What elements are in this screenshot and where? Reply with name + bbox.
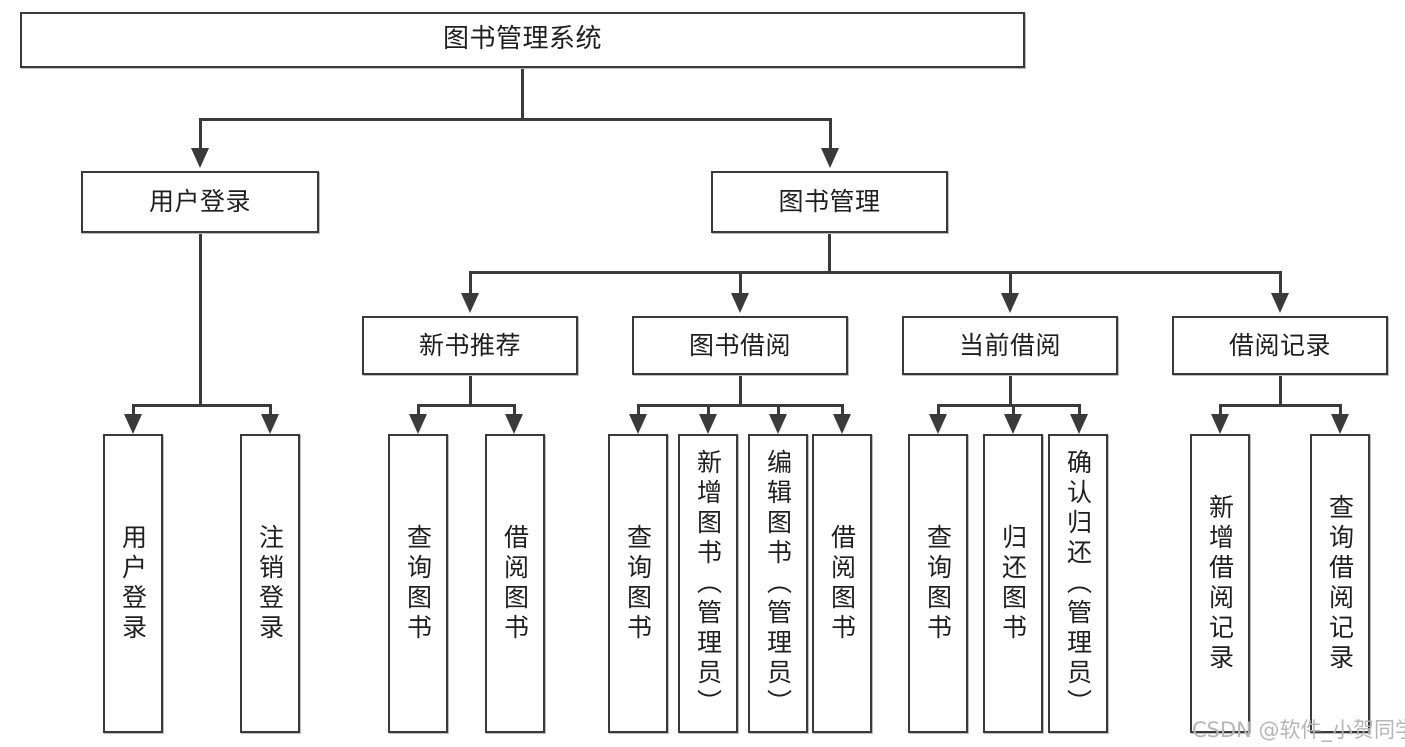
arrowhead-cb-to-leaf-1	[929, 414, 947, 434]
arrowhead-bb-to-leaf-2	[699, 414, 717, 434]
node-label: 借阅图书	[500, 523, 530, 644]
connector-ul-to-leaf-2	[269, 404, 272, 417]
node-leaf-query-book-3[interactable]: 查询图书	[908, 434, 968, 733]
connector-br-to-leaf-1	[1219, 404, 1222, 417]
node-label: 归还图书	[998, 523, 1028, 644]
connector-bm-to-current-borrow	[1009, 271, 1012, 294]
node-label: 查询借阅记录	[1325, 493, 1355, 674]
node-label: 图书借阅	[688, 330, 791, 360]
arrowhead-cb-to-leaf-2	[1004, 414, 1022, 434]
node-label: 新增图书（管理员）	[693, 448, 723, 719]
connector-bm-to-new-book	[469, 271, 472, 294]
connector-ul-to-leaf-1	[132, 404, 135, 417]
connector-user-login-stem	[199, 233, 202, 405]
node-root-book-management-system[interactable]: 图书管理系统	[20, 12, 1025, 68]
node-leaf-add-book-admin[interactable]: 新增图书（管理员）	[678, 434, 738, 733]
node-label: 当前借阅	[958, 330, 1061, 360]
connector-nb-to-leaf-2	[513, 404, 516, 417]
node-leaf-query-borrow-record[interactable]: 查询借阅记录	[1310, 434, 1370, 733]
arrowhead-bb-to-leaf-4	[833, 414, 851, 434]
node-leaf-query-book-1[interactable]: 查询图书	[388, 434, 448, 733]
node-current-borrow[interactable]: 当前借阅	[902, 316, 1118, 375]
connector-cb-to-leaf-2	[1012, 404, 1015, 417]
node-leaf-confirm-return-admin[interactable]: 确认归还（管理员）	[1048, 434, 1108, 733]
connector-book-manage-stem	[828, 233, 831, 272]
node-label: 注销登录	[255, 523, 285, 644]
connector-borrow-record-stem	[1279, 375, 1282, 405]
connector-bb-to-leaf-3	[777, 404, 780, 417]
connector-bm-to-borrow-record	[1279, 271, 1282, 294]
arrowhead-br-to-leaf-2	[1331, 414, 1349, 434]
node-label: 查询图书	[623, 523, 653, 644]
connector-root-bus	[199, 118, 830, 121]
connector-new-book-stem	[469, 375, 472, 405]
node-leaf-edit-book-admin[interactable]: 编辑图书（管理员）	[748, 434, 808, 733]
connector-root-to-user-login	[199, 118, 202, 150]
node-borrow-record[interactable]: 借阅记录	[1172, 316, 1388, 375]
arrowhead-ul-to-leaf-2	[261, 414, 279, 434]
connector-user-login-bus	[132, 404, 271, 407]
connector-new-book-bus	[417, 404, 515, 407]
connector-root-stem	[521, 68, 524, 119]
connector-borrow-record-bus	[1219, 404, 1341, 407]
arrowhead-br-to-leaf-1	[1211, 414, 1229, 434]
arrowhead-nb-to-leaf-1	[409, 414, 427, 434]
arrowhead-bb-to-leaf-3	[769, 414, 787, 434]
arrowhead-cb-to-leaf-3	[1070, 414, 1088, 434]
connector-cb-to-leaf-1	[937, 404, 940, 417]
connector-bb-to-leaf-1	[637, 404, 640, 417]
connector-nb-to-leaf-1	[417, 404, 420, 417]
connector-book-borrow-bus	[637, 404, 844, 407]
connector-root-to-book-manage	[829, 118, 832, 150]
node-label: 用户登录	[148, 187, 251, 216]
node-label: 新增借阅记录	[1205, 493, 1235, 674]
connector-current-borrow-bus	[937, 404, 1081, 407]
node-label: 确认归还（管理员）	[1063, 448, 1093, 719]
arrowhead-bm-to-new-book	[461, 293, 479, 313]
connector-book-manage-bus	[469, 271, 1280, 274]
node-leaf-add-borrow-record[interactable]: 新增借阅记录	[1190, 434, 1250, 733]
arrowhead-root-to-user-login	[191, 148, 209, 168]
connector-cb-to-leaf-3	[1078, 404, 1081, 417]
node-label: 查询图书	[923, 523, 953, 644]
node-label: 借阅记录	[1228, 330, 1331, 360]
connector-br-to-leaf-2	[1339, 404, 1342, 417]
node-leaf-borrow-book-2[interactable]: 借阅图书	[812, 434, 872, 733]
connector-bb-to-leaf-2	[707, 404, 710, 417]
arrowhead-root-to-book-manage	[821, 148, 839, 168]
node-book-management[interactable]: 图书管理	[711, 171, 948, 233]
node-label: 查询图书	[403, 523, 433, 644]
arrowhead-bm-to-book-borrow	[731, 293, 749, 313]
node-leaf-return-book[interactable]: 归还图书	[983, 434, 1043, 733]
arrowhead-bm-to-current-borrow	[1001, 293, 1019, 313]
node-leaf-user-login[interactable]: 用户登录	[103, 434, 163, 733]
node-label: 图书管理	[778, 187, 881, 216]
watermark-text: CSDN @软件_小贺同学	[1192, 718, 1405, 742]
node-leaf-borrow-book-1[interactable]: 借阅图书	[485, 434, 545, 733]
node-label: 新书推荐	[418, 330, 521, 360]
connector-bb-to-leaf-4	[841, 404, 844, 417]
node-label: 图书管理系统	[442, 24, 602, 55]
node-label: 借阅图书	[827, 523, 857, 644]
node-new-book-recommend[interactable]: 新书推荐	[362, 316, 578, 375]
node-book-borrow[interactable]: 图书借阅	[632, 316, 848, 375]
connector-bm-to-book-borrow	[739, 271, 742, 294]
node-user-login[interactable]: 用户登录	[81, 171, 319, 233]
node-leaf-logout[interactable]: 注销登录	[240, 434, 300, 733]
node-label: 用户登录	[118, 523, 148, 644]
arrowhead-nb-to-leaf-2	[505, 414, 523, 434]
connector-current-borrow-stem	[1009, 375, 1012, 405]
arrowhead-bm-to-borrow-record	[1271, 293, 1289, 313]
node-leaf-query-book-2[interactable]: 查询图书	[608, 434, 668, 733]
arrowhead-bb-to-leaf-1	[629, 414, 647, 434]
node-label: 编辑图书（管理员）	[763, 448, 793, 719]
arrowhead-ul-to-leaf-1	[124, 414, 142, 434]
connector-book-borrow-stem	[739, 375, 742, 405]
